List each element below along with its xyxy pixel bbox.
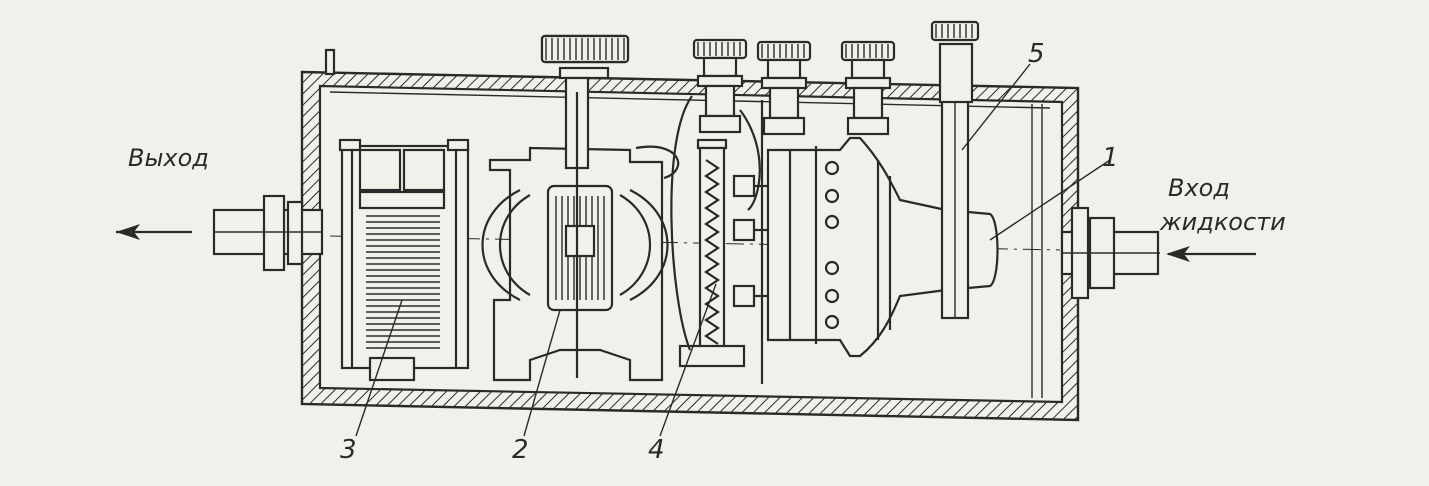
knob-stem bbox=[768, 86, 800, 120]
knob-cap bbox=[540, 34, 630, 64]
terminal-knob bbox=[840, 40, 896, 136]
inlet-arrowhead bbox=[1166, 246, 1190, 262]
knob-base bbox=[846, 116, 890, 136]
part-2-coil bbox=[481, 34, 680, 382]
outlet-label: Выход bbox=[128, 144, 209, 172]
knob-cap bbox=[756, 40, 812, 62]
knob-base bbox=[762, 116, 806, 136]
callout-1: 1 bbox=[1102, 143, 1119, 173]
knob-washer bbox=[760, 76, 808, 90]
knob-cap bbox=[840, 40, 896, 62]
bolt-head bbox=[732, 174, 756, 198]
knob-cap bbox=[930, 20, 980, 42]
bolt-head bbox=[732, 218, 756, 242]
knob-washer bbox=[696, 74, 744, 88]
knob-base bbox=[698, 114, 742, 134]
part-1-diaphragm bbox=[732, 136, 999, 358]
knob-cap bbox=[692, 38, 748, 60]
diaphragm-hole bbox=[824, 288, 840, 304]
bolt-head bbox=[732, 284, 756, 308]
knob-nut bbox=[766, 58, 802, 80]
callout-3: 3 bbox=[340, 435, 357, 465]
leader-lines bbox=[355, 63, 1111, 437]
part-3-stack bbox=[338, 138, 470, 382]
callout-2: 2 bbox=[512, 435, 529, 465]
terminal-knob bbox=[756, 40, 812, 136]
knob-nut bbox=[850, 58, 886, 80]
diaphragm-hole bbox=[824, 160, 840, 176]
inlet-label-line2: жидкости bbox=[1159, 208, 1286, 236]
knob-stem bbox=[704, 84, 736, 118]
inlet-label-line1: Вход bbox=[1168, 174, 1230, 202]
diaphragm-hole bbox=[824, 188, 840, 204]
terminal-knobs bbox=[692, 38, 896, 136]
part-5-screw bbox=[930, 20, 980, 320]
inlet-pipe bbox=[1060, 206, 1256, 300]
callout-4: 4 bbox=[648, 435, 665, 465]
part-4-spring bbox=[670, 95, 764, 384]
knob-stem bbox=[852, 86, 884, 120]
outlet-arrowhead bbox=[116, 224, 140, 240]
terminal-knob bbox=[692, 38, 748, 134]
diaphragm-hole bbox=[824, 260, 840, 276]
diaphragm-hole bbox=[824, 214, 840, 230]
knob-nut bbox=[702, 56, 738, 78]
outlet-pipe bbox=[116, 194, 324, 272]
callout-5: 5 bbox=[1028, 39, 1045, 69]
diaphragm-hole bbox=[824, 314, 840, 330]
knob-washer bbox=[844, 76, 892, 90]
